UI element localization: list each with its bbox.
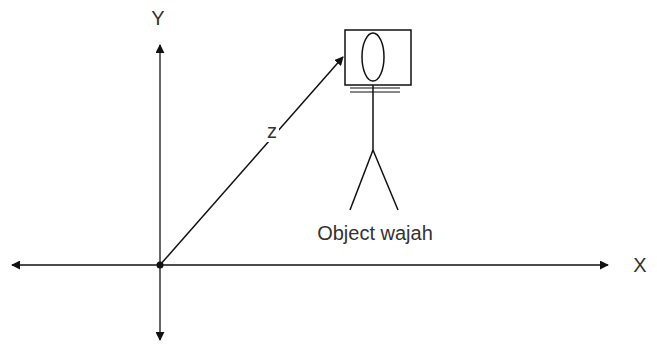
x-axis bbox=[12, 264, 608, 266]
leg-line bbox=[373, 150, 398, 210]
shoulder-line bbox=[350, 87, 400, 88]
face-frame bbox=[345, 30, 411, 85]
axis-label: X bbox=[631, 254, 648, 276]
axis-label: Y bbox=[149, 7, 166, 29]
shoulder-line bbox=[350, 91, 400, 92]
y-axis bbox=[159, 45, 161, 340]
vector-label: z bbox=[265, 120, 279, 142]
body-line bbox=[372, 85, 374, 150]
object-label: Object wajah bbox=[315, 222, 435, 244]
z-vector bbox=[160, 57, 343, 265]
face-ellipse bbox=[362, 33, 384, 81]
leg-line bbox=[350, 150, 373, 210]
